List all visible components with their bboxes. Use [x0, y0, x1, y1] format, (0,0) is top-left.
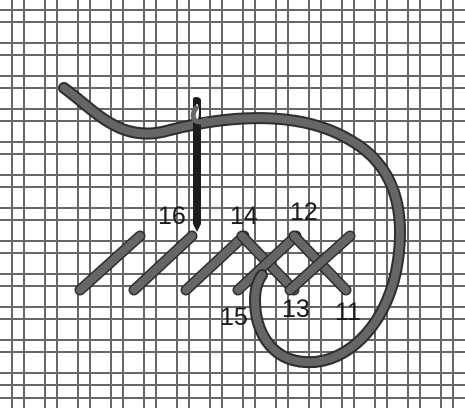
stitch-2	[134, 236, 192, 290]
stitch-3	[186, 236, 244, 290]
label-16: 16	[158, 202, 186, 230]
label-14: 14	[230, 202, 258, 230]
label-11: 11	[335, 298, 361, 326]
label-13: 13	[282, 295, 310, 323]
label-15: 15	[220, 303, 248, 331]
label-12: 12	[290, 198, 318, 226]
